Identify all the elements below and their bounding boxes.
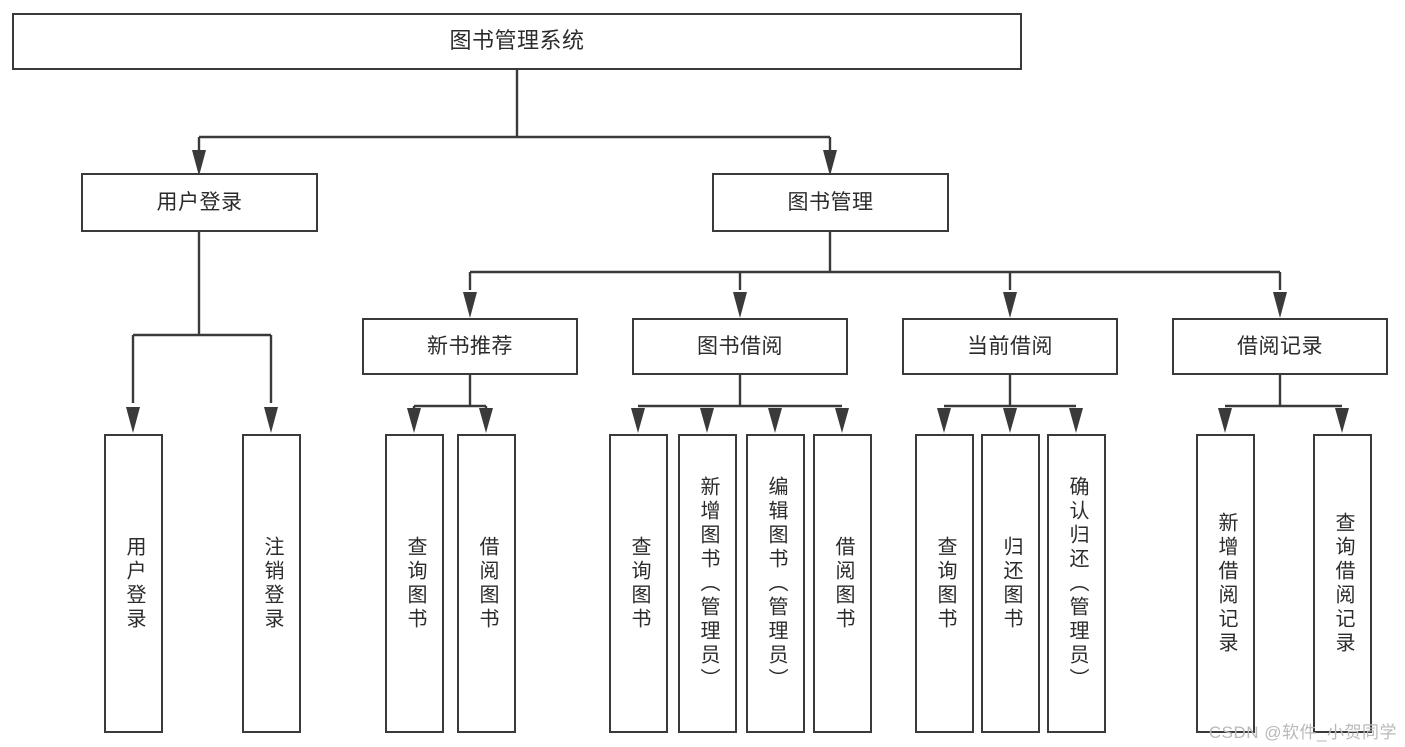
arrowhead-current-borrow [1003,292,1017,318]
leaf-user-login[interactable]: 用户登录 [104,434,163,733]
leaf-logout[interactable]: 注销登录 [242,434,301,733]
leaf-bookborrow-edit-book-admin-label: 编辑图书（管理员） [765,475,787,692]
node-borrow-record[interactable]: 借阅记录 [1172,318,1388,375]
node-current-borrow-label: 当前借阅 [967,334,1053,358]
node-user-login[interactable]: 用户登录 [81,173,318,232]
node-root-book-management-system[interactable]: 图书管理系统 [12,13,1022,70]
arrowhead-book-borrow [733,292,747,318]
node-book-borrow-label: 图书借阅 [697,334,783,358]
leaf-logout-label: 注销登录 [261,535,283,632]
arrowhead-newbook-leaf2 [479,408,493,433]
arrowhead-currentborrow-leaf1 [937,408,951,433]
leaf-currentborrow-query-books-label: 查询图书 [934,535,956,632]
node-book-borrow[interactable]: 图书借阅 [632,318,848,375]
arrowhead-newbook-leaf1 [407,408,421,433]
node-root-label: 图书管理系统 [449,28,585,54]
arrowhead-borrowrecord-leaf2 [1335,408,1349,433]
node-current-borrow[interactable]: 当前借阅 [902,318,1118,375]
leaf-bookborrow-edit-book-admin[interactable]: 编辑图书（管理员） [746,434,805,733]
arrowhead-leaf-logout [264,407,278,433]
leaf-bookborrow-add-book-admin[interactable]: 新增图书（管理员） [678,434,737,733]
leaf-bookborrow-query-books[interactable]: 查询图书 [609,434,668,733]
leaf-bookborrow-borrow-books-label: 借阅图书 [832,535,854,632]
arrowhead-currentborrow-leaf3 [1069,408,1083,433]
arrowhead-bookborrow-leaf1 [631,408,645,433]
leaf-newbook-borrow-books-label: 借阅图书 [476,535,498,632]
leaf-borrowrecord-add-record[interactable]: 新增借阅记录 [1196,434,1255,733]
leaf-currentborrow-query-books[interactable]: 查询图书 [915,434,974,733]
leaf-borrowrecord-query-record-label: 查询借阅记录 [1332,511,1354,656]
leaf-currentborrow-return-books-label: 归还图书 [1000,535,1022,632]
leaf-currentborrow-confirm-return-admin-label: 确认归还（管理员） [1066,475,1088,692]
leaf-borrowrecord-query-record[interactable]: 查询借阅记录 [1313,434,1372,733]
node-book-management[interactable]: 图书管理 [712,173,949,232]
arrowhead-bookborrow-leaf2 [700,408,714,433]
arrowhead-bookborrow-leaf3 [768,408,782,433]
arrowhead-leaf-user-login [126,407,140,433]
arrowhead-borrow-record [1273,292,1287,318]
leaf-bookborrow-add-book-admin-label: 新增图书（管理员） [697,475,719,692]
arrowhead-borrowrecord-leaf1 [1218,408,1232,433]
node-new-book-recommend-label: 新书推荐 [427,334,513,358]
leaf-bookborrow-query-books-label: 查询图书 [628,535,650,632]
leaf-newbook-query-books[interactable]: 查询图书 [385,434,444,733]
leaf-bookborrow-borrow-books[interactable]: 借阅图书 [813,434,872,733]
leaf-borrowrecord-add-record-label: 新增借阅记录 [1215,511,1237,656]
leaf-newbook-borrow-books[interactable]: 借阅图书 [457,434,516,733]
arrowhead-currentborrow-leaf2 [1003,408,1017,433]
node-user-login-label: 用户登录 [156,190,243,214]
node-book-management-label: 图书管理 [787,190,874,214]
arrowhead-new-book [463,292,477,318]
csdn-watermark: CSDN @软件_小贺同学 [1208,723,1397,742]
node-new-book-recommend[interactable]: 新书推荐 [362,318,578,375]
leaf-user-login-label: 用户登录 [123,535,145,632]
leaf-newbook-query-books-label: 查询图书 [404,535,426,632]
leaf-currentborrow-confirm-return-admin[interactable]: 确认归还（管理员） [1047,434,1106,733]
node-borrow-record-label: 借阅记录 [1237,334,1323,358]
arrowhead-bookborrow-leaf4 [835,408,849,433]
leaf-currentborrow-return-books[interactable]: 归还图书 [981,434,1040,733]
